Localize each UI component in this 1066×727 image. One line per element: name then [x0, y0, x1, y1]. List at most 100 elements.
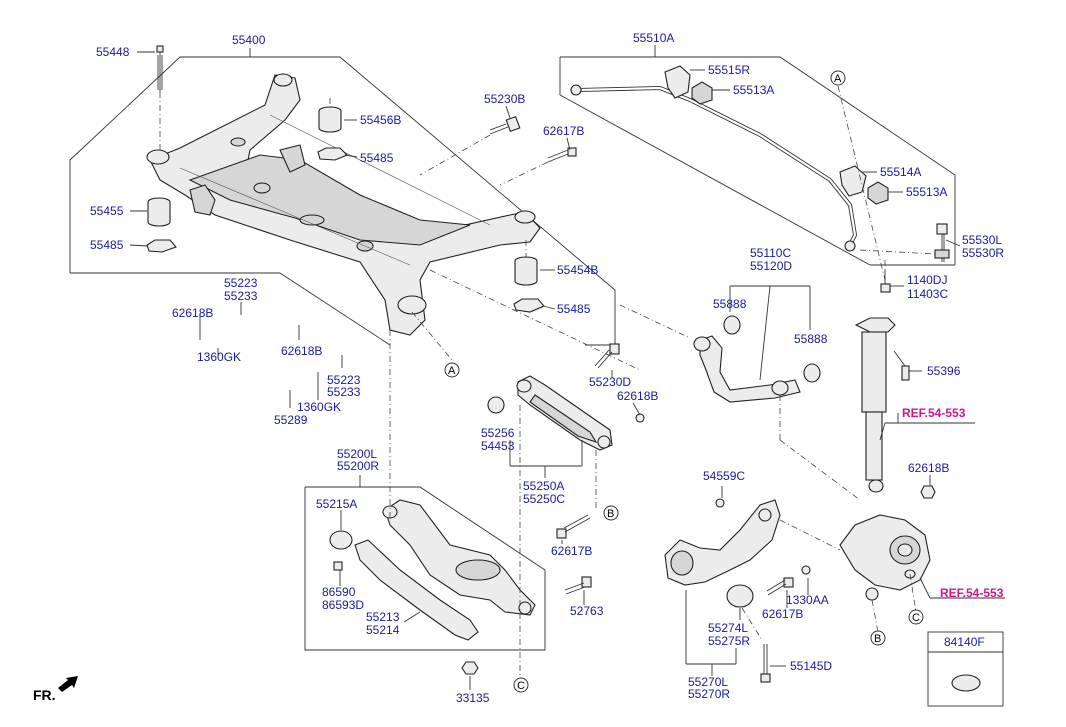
label-55274L: 55274L	[708, 621, 748, 635]
ref-upper[interactable]: REF.54-553	[902, 406, 966, 420]
bolt-62617B-mid	[556, 514, 591, 539]
label-55230D: 55230D	[589, 375, 631, 389]
label-62617B-top: 62617B	[543, 124, 584, 138]
bolt-55230D	[594, 343, 620, 369]
label-55448: 55448	[96, 45, 130, 59]
bolt-62617B-top	[499, 147, 577, 186]
label-54559C: 54559C	[703, 469, 745, 483]
label-55250A: 55250A	[523, 479, 564, 493]
label-55256: 55256	[481, 426, 515, 440]
svg-text:A: A	[834, 73, 842, 85]
label-62617B-mid: 62617B	[551, 544, 592, 558]
label-55250C: 55250C	[523, 492, 565, 506]
label-55455: 55455	[90, 204, 124, 218]
label-55215A: 55215A	[316, 497, 357, 511]
label-55230B: 55230B	[484, 92, 525, 106]
front-arrow-icon	[58, 676, 78, 692]
rear-knuckle	[839, 485, 936, 601]
lateral-arm-55250A	[487, 375, 645, 451]
label-54453: 54453	[481, 439, 515, 453]
bolt-55145D	[760, 644, 771, 683]
label-55289: 55289	[274, 413, 308, 427]
upper-arm	[693, 315, 821, 403]
label-55454B: 55454B	[557, 263, 598, 277]
label-55530R: 55530R	[962, 246, 1004, 260]
front-label: FR.	[33, 687, 56, 703]
label-55530L: 55530L	[962, 233, 1002, 247]
marker-A1: A	[830, 70, 846, 86]
marker-C2: C	[908, 609, 924, 625]
shock-absorber	[854, 317, 910, 493]
svg-text:B: B	[874, 633, 881, 645]
label-55514A: 55514A	[880, 165, 921, 179]
label-55200R: 55200R	[337, 459, 379, 473]
label-55233-a: 55233	[224, 289, 258, 303]
label-55275R: 55275R	[708, 634, 750, 648]
bushing-55455	[146, 197, 177, 253]
misc-box	[927, 631, 1004, 707]
rear-crossmember	[146, 73, 541, 336]
label-55396: 55396	[927, 364, 961, 378]
label-55888-b: 55888	[794, 332, 828, 346]
label-55513A-top: 55513A	[733, 83, 774, 97]
svg-text:C: C	[517, 680, 525, 692]
label-55513A-mid: 55513A	[906, 185, 947, 199]
label-55213: 55213	[366, 610, 400, 624]
marker-C1: C	[513, 677, 529, 693]
plug-84140F	[951, 674, 981, 692]
label-1360GK-b: 1360GK	[297, 400, 341, 414]
label-55223-b: 55223	[327, 373, 361, 387]
bolt-55230B	[419, 115, 521, 176]
svg-text:C: C	[912, 612, 920, 624]
label-62618B-b: 62618B	[281, 344, 322, 358]
label-11403C: 11403C	[907, 287, 948, 301]
label-86590: 86590	[322, 585, 356, 599]
label-55485-left: 55485	[90, 238, 124, 252]
bolt-55448	[156, 45, 164, 150]
lower-arm-group-box	[304, 486, 546, 651]
label-62618B-d: 62618B	[908, 461, 949, 475]
label-55400: 55400	[232, 33, 266, 47]
part-labels: 55448 55400 55456B 55485 55455 55485 554…	[90, 31, 1004, 705]
svg-text:B: B	[607, 508, 614, 520]
marker-B2: B	[870, 630, 886, 646]
svg-text:A: A	[448, 365, 456, 377]
bushing-55454B	[513, 240, 545, 313]
marker-A2: A	[444, 362, 460, 378]
label-55270L: 55270L	[688, 675, 728, 689]
label-55510A: 55510A	[633, 31, 674, 45]
stabilizer-bar	[570, 65, 950, 262]
label-55515R: 55515R	[708, 63, 750, 77]
label-55200L: 55200L	[337, 447, 377, 461]
leader-lines	[129, 45, 1005, 690]
trailing-arm-55270L	[664, 498, 811, 608]
label-55223-a: 55223	[224, 276, 258, 290]
label-55485-top: 55485	[360, 151, 394, 165]
label-55110C: 55110C	[750, 246, 791, 260]
bushing-55456B	[317, 98, 348, 161]
nut-33135	[461, 661, 479, 675]
stabilizer-group-outline	[559, 56, 956, 266]
bolt-62617B-low	[766, 577, 794, 596]
lower-arm-55200L	[329, 499, 536, 641]
label-1330AA: 1330AA	[786, 593, 829, 607]
label-55888-a: 55888	[713, 297, 747, 311]
label-33135: 33135	[456, 691, 490, 705]
label-86593D: 86593D	[322, 598, 364, 612]
label-62617B-low: 62617B	[762, 607, 803, 621]
label-55145D: 55145D	[790, 659, 832, 673]
label-62618B-c: 62618B	[617, 389, 658, 403]
label-55270R: 55270R	[688, 687, 730, 701]
label-62618B-a: 62618B	[172, 306, 213, 320]
label-1140DJ: 1140DJ	[907, 273, 947, 287]
bolt-52763	[564, 576, 592, 595]
centerlines	[389, 269, 917, 680]
front-direction-indicator: FR.	[33, 676, 78, 703]
marker-B1: B	[603, 505, 619, 521]
bolt-1140DJ	[880, 260, 891, 293]
label-55214: 55214	[366, 623, 400, 637]
label-1360GK-a: 1360GK	[197, 350, 241, 364]
ref-lower[interactable]: REF.54-553	[940, 586, 1004, 600]
label-55120D: 55120D	[750, 259, 792, 273]
